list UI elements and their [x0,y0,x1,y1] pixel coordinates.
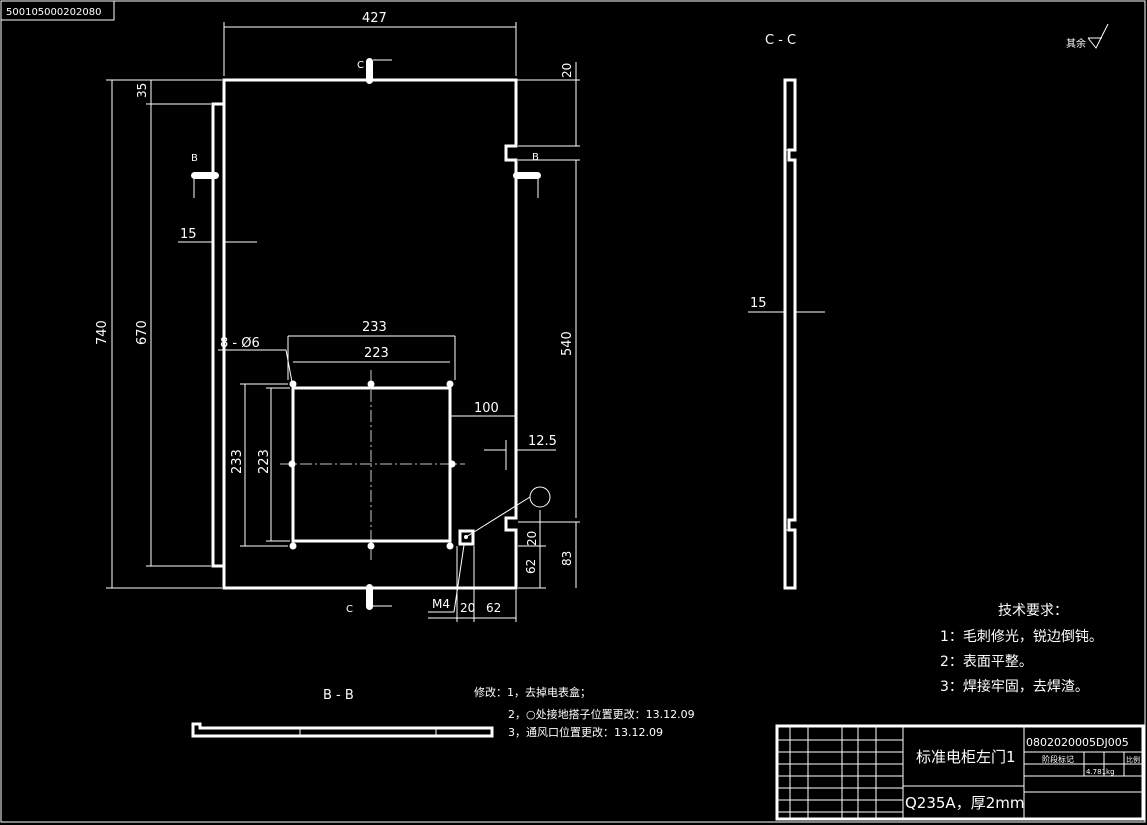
dim-20-right: 20 [525,510,541,548]
section-c-c-title: C - C [765,33,796,48]
revision-notes: 修改：1，去掉电表盒； 2，○处接地搭子位置更改：13.12.09 3，通风口位… [474,685,695,739]
ground-stud [458,529,475,546]
svg-text:1：毛刺修光，锐边倒钝。: 1：毛刺修光，锐边倒钝。 [940,629,1103,645]
section-b-b-title: B - B [323,688,354,703]
dim-m4: M4 [428,544,465,613]
svg-text:540: 540 [560,331,575,356]
section-mark-c-bottom: C [346,584,392,615]
dim-540: 540 [518,145,580,518]
svg-text:35: 35 [135,83,149,98]
dim-83: 83 [518,521,580,588]
vent-window [291,386,452,543]
svg-text:223: 223 [257,449,272,474]
svg-text:15: 15 [180,227,197,242]
dim-15-side: 15 [750,296,767,311]
section-mark-b-right: B [513,152,541,198]
svg-text:B: B [532,152,539,163]
drawing-number: 500105000202080 [6,7,101,18]
drawing-number-box [0,0,115,21]
dim-223-top: 223 [293,346,450,363]
dim-233-top: 233 [287,320,456,380]
svg-text:其余: 其余 [1066,37,1086,50]
dim-12-5: 12.5 [484,434,557,470]
door-outline [211,78,518,590]
dim-233-left: 233 [230,383,288,547]
svg-text:62: 62 [524,559,538,574]
dim-20-bottom: 20 [428,546,516,622]
section-b-b-view: B - B [191,688,494,738]
dim-670: 670 [135,103,211,567]
roughness-symbol: 其余 [1066,23,1109,50]
dim-20-top: 20 [516,62,580,146]
svg-text:B: B [191,153,198,164]
svg-text:20: 20 [460,601,475,615]
svg-text:M4: M4 [432,597,450,611]
svg-text:修改：1，去掉电表盒；: 修改：1，去掉电表盒； [474,685,591,699]
svg-text:C: C [346,604,353,615]
dim-740: 740 [95,79,222,589]
svg-text:740: 740 [95,320,110,345]
material: Q235A，厚2mm [905,794,1024,812]
scale-label: 比例 [1126,755,1140,764]
dim-427: 427 [223,11,517,76]
weight: 4.781kg [1086,768,1115,776]
part-name: 标准电柜左门1 [916,748,1016,766]
svg-text:427: 427 [362,11,387,26]
svg-text:20: 20 [525,531,539,546]
svg-text:2：表面平整。: 2：表面平整。 [940,654,1033,670]
dim-35: 35 [135,80,152,104]
dim-62-right: 62 [518,545,546,589]
svg-text:233: 233 [230,449,245,474]
svg-text:3，通风口位置更改：13.12.09: 3，通风口位置更改：13.12.09 [508,725,663,739]
ground-stud-callout [529,486,551,508]
svg-text:C: C [357,60,364,71]
svg-text:2，○处接地搭子位置更改：13.12.09: 2，○处接地搭子位置更改：13.12.09 [508,707,695,721]
title-block: 标准电柜左门1 Q235A，厚2mm 0802020005DJ005 阶段标记 … [775,724,1145,821]
dim-15-front: 15 [178,227,257,243]
dim-100: 100 [450,401,516,417]
svg-text:12.5: 12.5 [528,434,557,449]
svg-text:83: 83 [560,551,574,566]
svg-text:3：焊接牢固，去焊渣。: 3：焊接牢固，去焊渣。 [940,678,1089,695]
svg-text:技术要求：: 技术要求： [998,603,1068,619]
stage-label: 阶段标记 [1042,754,1074,764]
section-mark-b-left: B [191,153,219,198]
svg-text:233: 233 [362,320,387,335]
svg-text:20: 20 [560,63,574,78]
dim-223-left: 223 [257,387,290,542]
section-mark-c-top: C [357,58,392,84]
svg-text:100: 100 [474,401,499,416]
section-c-c-view: C - C 15 [748,33,825,590]
svg-text:670: 670 [135,320,150,345]
dim-62-bottom: 62 [486,590,517,622]
svg-text:223: 223 [364,346,389,361]
front-view: C C B B 427 740 [95,11,580,622]
dim-holes: 8 - Ø6 [218,336,293,383]
technical-requirements: 技术要求： 1：毛刺修光，锐边倒钝。 2：表面平整。 3：焊接牢固，去焊渣。 [940,603,1103,695]
svg-text:8 - Ø6: 8 - Ø6 [220,336,260,351]
svg-text:62: 62 [486,601,501,615]
drawing-code: 0802020005DJ005 [1026,736,1129,749]
vent-holes [288,380,456,550]
